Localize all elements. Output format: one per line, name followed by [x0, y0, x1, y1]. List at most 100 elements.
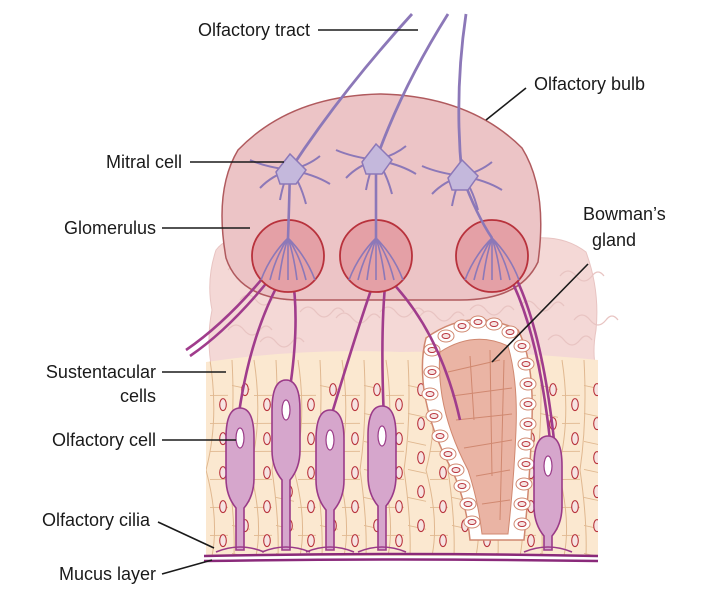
sustentacular-nucleus — [593, 383, 598, 397]
cell-wall-horizontal — [583, 553, 598, 555]
leader-olfactory-cilia — [157, 521, 215, 549]
sustentacular-nucleus — [307, 432, 315, 446]
cell-wall-horizontal — [583, 469, 598, 474]
glomerulus-dendrite — [491, 237, 502, 281]
sustentacular-nucleus — [263, 398, 271, 412]
sustentacular-nucleus — [263, 500, 271, 514]
mucus-layer — [203, 552, 599, 563]
tissue-squiggle — [419, 310, 465, 322]
glomerulus-dendrite — [482, 237, 493, 281]
cell-wall-horizontal — [583, 525, 598, 530]
olfactory-cell-nucleus — [325, 429, 335, 451]
sustentacular-nucleus — [571, 432, 579, 446]
olfactory-receptor-cell — [533, 435, 563, 551]
sustentacular-nucleus — [527, 534, 535, 548]
glomerulus-dendrite — [491, 237, 520, 281]
tissue-squiggle — [259, 336, 305, 348]
glomerulus-dendrite — [269, 237, 289, 281]
gland-cell-nucleus — [519, 481, 529, 487]
sustentacular-nucleus — [571, 398, 579, 412]
cell-wall-horizontal — [583, 385, 598, 390]
sustentacular-nucleus — [219, 398, 227, 412]
sustentacular-nucleus — [395, 500, 403, 514]
label-bowmans-gland-line2: gland — [592, 230, 636, 250]
gland-cell-nucleus — [517, 343, 527, 349]
label-olfactory-cilia: Olfactory cilia — [42, 510, 151, 530]
olfactory-cilia — [305, 546, 355, 553]
gland-cell-nucleus — [521, 461, 531, 467]
olfactory-cell-nucleus — [377, 425, 387, 447]
cell-wall-horizontal — [407, 441, 427, 446]
gland-lobule-line — [463, 439, 513, 449]
mitral-cell-body — [361, 142, 393, 175]
gland-cell-nucleus — [517, 521, 527, 527]
cell-wall-vertical — [403, 359, 411, 555]
gland-cell-nucleus — [443, 451, 453, 457]
tissue-squiggle — [299, 306, 345, 318]
gland-lobule-line — [469, 355, 475, 421]
gland-cell-nucleus — [523, 421, 533, 427]
sustentacular-nucleus — [307, 466, 315, 480]
glomerulus-dendrite — [366, 237, 377, 281]
sustentacular-nucleus — [395, 398, 403, 412]
axon-strand — [510, 269, 558, 461]
cell-wall-horizontal — [539, 413, 559, 418]
gland-lobule-line — [475, 469, 511, 477]
mitral-axon — [288, 13, 414, 171]
gland-cell-nucleus — [457, 323, 467, 329]
sustentacular-nucleus — [593, 485, 598, 499]
label-sustentacular-line2: cells — [120, 386, 156, 406]
olfactory-cilia — [261, 546, 311, 553]
gland-cell-nucleus — [451, 467, 461, 473]
sustentacular-nucleus — [351, 432, 359, 446]
glomerulus-dendrite — [287, 237, 298, 281]
gland-cell-nucleus — [463, 501, 473, 507]
sustentacular-nucleus — [439, 534, 447, 548]
bowmans-gland-lobules — [447, 349, 513, 521]
sustentacular-nucleus — [307, 398, 315, 412]
tissue-squiggle — [379, 306, 425, 318]
olfactory-cell-nucleus — [235, 427, 245, 449]
mitral-axon — [374, 13, 450, 161]
sustentacular-nucleus — [417, 417, 425, 431]
gland-cell-nucleus — [489, 321, 499, 327]
olfactory-cilia — [215, 546, 265, 553]
sustentacular-nucleus — [219, 534, 227, 548]
sustentacular-nucleus — [263, 432, 271, 446]
mucus-line-2 — [203, 558, 599, 563]
sustentacular-nucleus — [263, 534, 271, 548]
gland-cell-nucleus — [435, 433, 445, 439]
mitral-cell-body — [275, 152, 307, 185]
gland-cell-nucleus — [505, 329, 515, 335]
olfactory-cell-nucleus — [543, 455, 553, 477]
mitral-cell-body — [447, 158, 479, 191]
sustentacular-nucleus — [219, 500, 227, 514]
gland-cell-nucleus — [429, 413, 439, 419]
gland-cell-nucleus — [427, 369, 437, 375]
olfactory-receptor-cell — [271, 379, 301, 551]
label-glomerulus: Glomerulus — [64, 218, 156, 238]
tissue-squiggle — [519, 300, 565, 312]
label-olfactory-cell: Olfactory cell — [52, 430, 156, 450]
tissue-squiggle — [469, 304, 515, 316]
sustentacular-nucleus — [571, 500, 579, 514]
cell-wall-horizontal — [583, 441, 598, 446]
glomerulus-dendrite — [375, 237, 386, 281]
sustentacular-nucleus — [417, 451, 425, 465]
olfactory-receptor-cell — [315, 409, 345, 551]
sustentacular-nucleus — [351, 500, 359, 514]
tissue-squiggle — [559, 270, 605, 282]
mitral-cells — [249, 13, 503, 239]
cell-wall-horizontal — [407, 497, 427, 502]
gland-cell-nucleus — [523, 401, 533, 407]
gland-lobule-line — [447, 359, 501, 373]
axon-strand — [504, 269, 554, 461]
glomeruli — [251, 219, 529, 293]
bowmans-gland-cells — [421, 315, 537, 531]
sustentacular-nucleus — [439, 500, 447, 514]
glomerulus-dendrite — [357, 237, 377, 281]
leader-bowmans-gland — [491, 263, 589, 363]
cell-wall-vertical — [206, 359, 216, 555]
